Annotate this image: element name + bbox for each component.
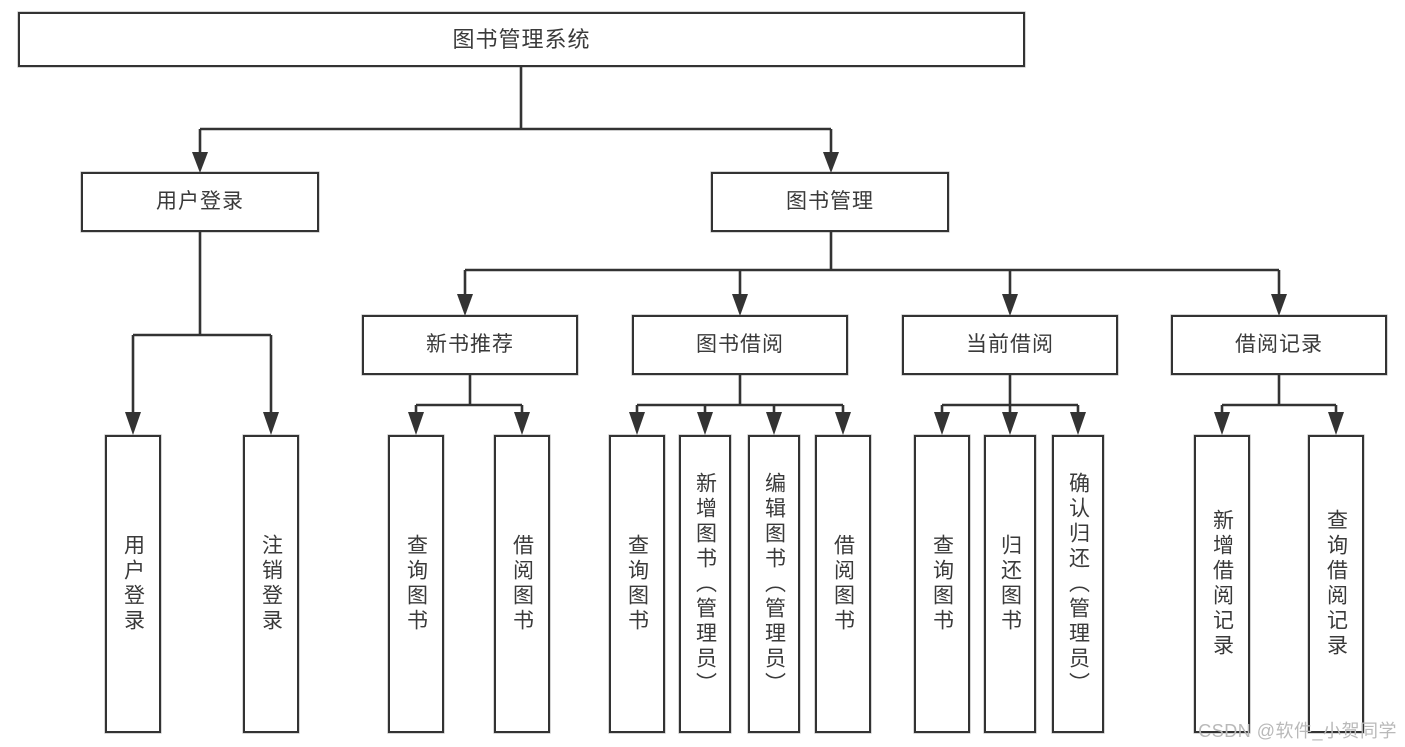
- node-leaf-query-book-current[interactable]: 查询图书: [914, 435, 970, 733]
- node-label: 图书管理: [786, 189, 874, 213]
- node-label: 确认归还（管理员）: [1066, 471, 1090, 697]
- node-leaf-query-borrow-record[interactable]: 查询借阅记录: [1308, 435, 1364, 733]
- node-leaf-query-book-recommend[interactable]: 查询图书: [388, 435, 444, 733]
- node-leaf-borrow-book-recommend[interactable]: 借阅图书: [494, 435, 550, 733]
- node-label: 查询借阅记录: [1324, 509, 1348, 659]
- csdn-watermark: CSDN @软件_小贺同学: [1198, 721, 1397, 741]
- node-label: 借阅记录: [1235, 332, 1323, 356]
- node-label: 借阅图书: [510, 534, 534, 634]
- node-leaf-borrow-book[interactable]: 借阅图书: [815, 435, 871, 733]
- node-label: 查询图书: [404, 534, 428, 634]
- node-label: 注销登录: [259, 534, 283, 634]
- node-label: 当前借阅: [966, 332, 1054, 356]
- node-book-borrow[interactable]: 图书借阅: [632, 315, 848, 375]
- node-label: 编辑图书（管理员）: [762, 471, 786, 697]
- node-leaf-return-book[interactable]: 归还图书: [984, 435, 1036, 733]
- node-root-book-management-system[interactable]: 图书管理系统: [18, 12, 1025, 67]
- node-label: 新增图书（管理员）: [693, 471, 717, 697]
- node-user-login[interactable]: 用户登录: [81, 172, 319, 232]
- node-label: 查询图书: [625, 534, 649, 634]
- node-label: 借阅图书: [831, 534, 855, 634]
- node-label: 用户登录: [156, 189, 244, 213]
- node-label: 新增借阅记录: [1210, 509, 1234, 659]
- node-borrow-record[interactable]: 借阅记录: [1171, 315, 1387, 375]
- node-label: 归还图书: [998, 534, 1022, 634]
- node-new-book-recommend[interactable]: 新书推荐: [362, 315, 578, 375]
- node-book-management[interactable]: 图书管理: [711, 172, 949, 232]
- node-leaf-add-book-admin[interactable]: 新增图书（管理员）: [679, 435, 731, 733]
- node-label: 图书管理系统: [452, 26, 591, 52]
- node-label: 用户登录: [121, 534, 145, 634]
- node-leaf-user-logout[interactable]: 注销登录: [243, 435, 299, 733]
- node-current-borrow[interactable]: 当前借阅: [902, 315, 1118, 375]
- node-label: 新书推荐: [426, 332, 514, 356]
- node-leaf-add-borrow-record[interactable]: 新增借阅记录: [1194, 435, 1250, 733]
- node-leaf-query-book-borrow[interactable]: 查询图书: [609, 435, 665, 733]
- node-leaf-confirm-return-admin[interactable]: 确认归还（管理员）: [1052, 435, 1104, 733]
- node-label: 图书借阅: [696, 332, 784, 356]
- node-label: 查询图书: [930, 534, 954, 634]
- node-leaf-user-login[interactable]: 用户登录: [105, 435, 161, 733]
- node-leaf-edit-book-admin[interactable]: 编辑图书（管理员）: [748, 435, 800, 733]
